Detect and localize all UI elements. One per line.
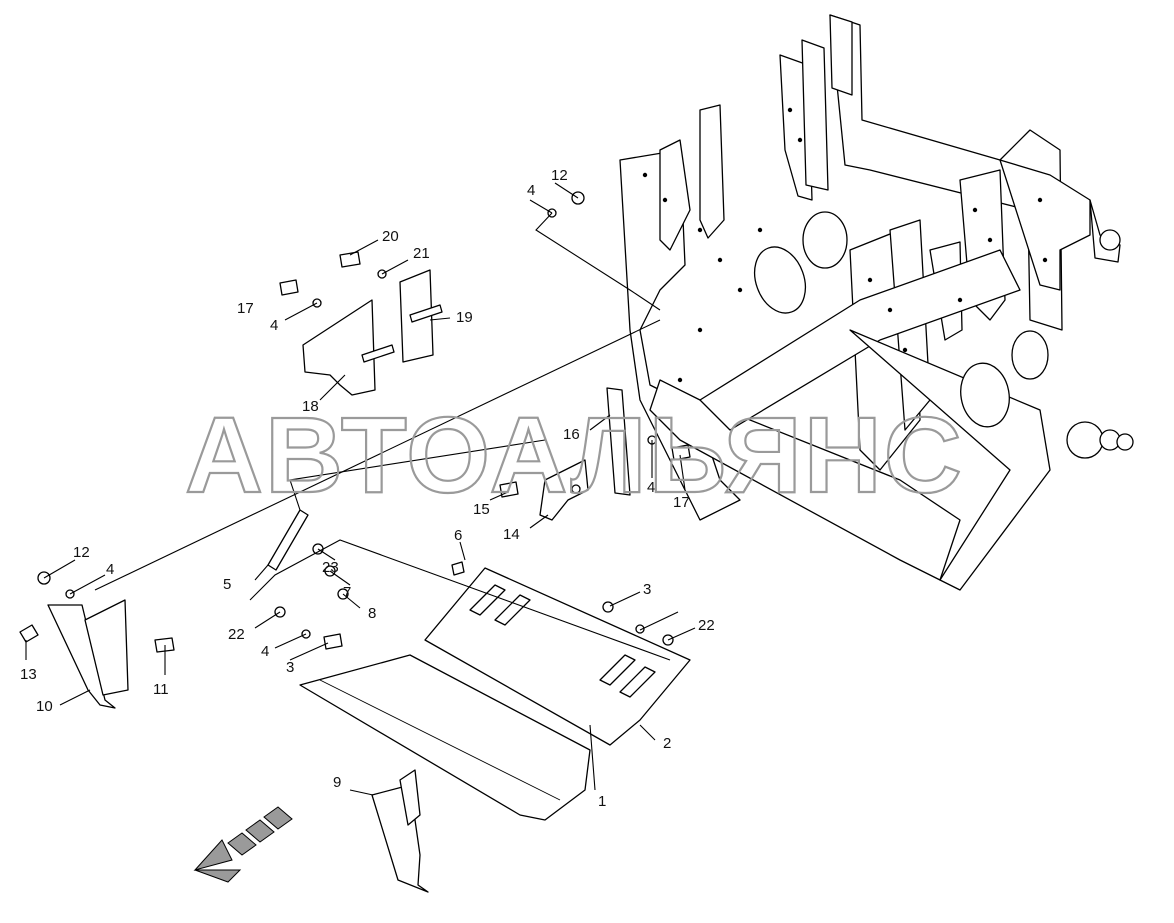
callout-22a: 22 xyxy=(228,626,245,643)
watermark-text: АВТОАЛЬЯНС xyxy=(185,394,964,515)
callout-12b: 12 xyxy=(73,544,90,561)
callout-8: 8 xyxy=(368,605,376,622)
part-9-deflector xyxy=(371,784,429,893)
callout-14: 14 xyxy=(503,526,520,543)
callout-11: 11 xyxy=(153,681,169,698)
part-18-plate xyxy=(302,299,376,396)
leader-lines xyxy=(25,182,696,796)
callout-4b: 4 xyxy=(106,561,114,578)
part-5-rod xyxy=(267,509,309,571)
callout-3b: 3 xyxy=(286,659,294,676)
callout-4d: 4 xyxy=(270,317,278,334)
part-16-strap xyxy=(606,387,631,496)
callout-7: 7 xyxy=(343,584,351,601)
callout-23: 23 xyxy=(322,559,339,576)
callout-4e: 4 xyxy=(647,479,655,496)
part-10-deflector xyxy=(47,604,116,709)
callout-6: 6 xyxy=(454,527,462,544)
callout-2: 2 xyxy=(663,735,671,752)
callout-19: 19 xyxy=(456,309,473,326)
callout-15: 15 xyxy=(473,501,490,518)
callout-4c: 4 xyxy=(261,643,269,660)
callout-18: 18 xyxy=(302,398,319,415)
callout-22b: 22 xyxy=(698,617,715,634)
callout-17b: 17 xyxy=(237,300,254,317)
part-14-bracket xyxy=(539,459,589,521)
callout-21: 21 xyxy=(413,245,430,262)
frame-holes xyxy=(642,107,1048,383)
callout-3a: 3 xyxy=(643,581,651,598)
callout-4a: 4 xyxy=(527,182,535,199)
callout-9: 9 xyxy=(333,774,341,791)
callout-20: 20 xyxy=(382,228,399,245)
callout-1: 1 xyxy=(598,793,606,810)
main-frame-assembly xyxy=(619,14,1134,591)
direction-arrow-icon xyxy=(193,806,293,883)
callout-16: 16 xyxy=(563,426,580,443)
callout-10: 10 xyxy=(36,698,53,715)
callout-5: 5 xyxy=(223,576,231,593)
callout-12a: 12 xyxy=(551,167,568,184)
callout-13: 13 xyxy=(20,666,37,683)
part-2-plate xyxy=(424,567,691,746)
callout-labels: 1 2 3 3 4 4 4 4 4 5 6 7 8 9 10 11 12 12 … xyxy=(20,167,715,810)
callout-17a: 17 xyxy=(673,494,690,511)
fasteners xyxy=(19,191,691,653)
